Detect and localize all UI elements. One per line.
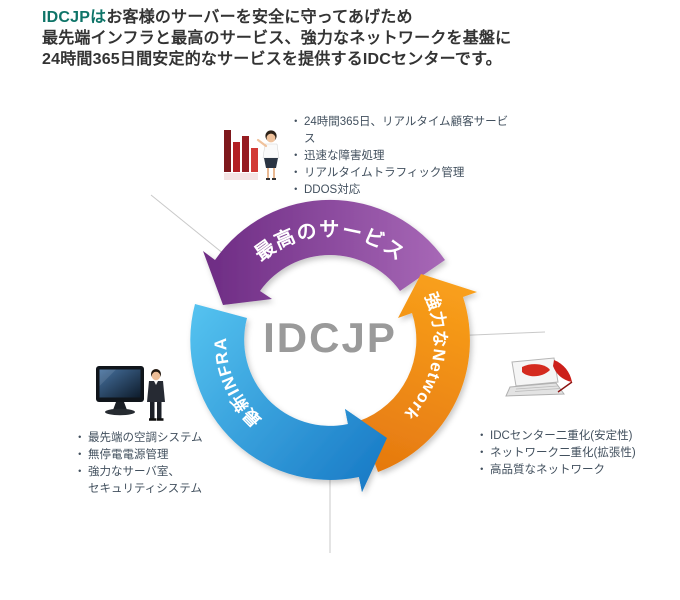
network-arrow (359, 274, 477, 472)
network-illustration (505, 357, 573, 397)
feature-item: DDOS対応 (290, 182, 512, 199)
feature-item: ネットワーク二重化(拡張性) (476, 445, 668, 462)
network-feature-list: IDCセンター二重化(安定性) ネットワーク二重化(拡張性) 高品質なネットワー… (476, 428, 668, 479)
service-arrow (203, 199, 445, 305)
bar-chart-icon (224, 130, 258, 180)
engineer-person-icon (147, 369, 165, 421)
cycle-arrows (190, 199, 477, 492)
center-label-shadow: IDCJP (265, 316, 399, 363)
feature-item: 強力なサーバ室、 セキュリティシステム (74, 464, 216, 498)
feature-item: IDCセンター二重化(安定性) (476, 428, 668, 445)
red-quill-icon (553, 360, 573, 393)
service-illustration (224, 130, 280, 180)
feature-item: 迅速な障害処理 (290, 148, 512, 165)
headline-line2: 最先端インフラと最高のサービス、強力なネットワークを基盤に (42, 30, 512, 47)
feature-item: 高品質なネットワーク (476, 462, 668, 479)
headline: IDCJPはお客様のサーバーを安全に守ってあげため 最先端インフラと最高のサービ… (42, 7, 511, 70)
headline-line1-rest: お客様のサーバーを安全に守ってあげため (106, 9, 413, 26)
feature-item: リアルタイムトラフィック管理 (290, 165, 512, 182)
laptop-icon (505, 357, 565, 397)
infra-feature-list: 最先端の空調システム 無停電電源管理 強力なサーバ室、 セキュリティシステム (74, 430, 216, 498)
infra-illustration (96, 366, 165, 421)
service-feature-list: 24時間365日、リアルタイム顧客サービス 迅速な障害処理 リアルタイムトラフィ… (290, 114, 512, 199)
monitor-icon (96, 366, 144, 416)
headline-line1: IDCJPはお客様のサーバーを安全に守ってあげため (42, 7, 511, 28)
feature-item: 24時間365日、リアルタイム顧客サービス (290, 114, 512, 148)
infra-arrow-head (345, 409, 387, 492)
headline-line3: 24時間365日間安定的なサービスを提供するIDCセンターです。 (42, 51, 502, 68)
center-label: IDCJP (263, 314, 397, 361)
brand-text: IDCJPは (42, 9, 107, 26)
infra-arrow (190, 304, 387, 492)
feature-item: 無停電電源管理 (74, 447, 216, 464)
presenter-person-icon (256, 130, 280, 180)
feature-item: 最先端の空調システム (74, 430, 216, 447)
